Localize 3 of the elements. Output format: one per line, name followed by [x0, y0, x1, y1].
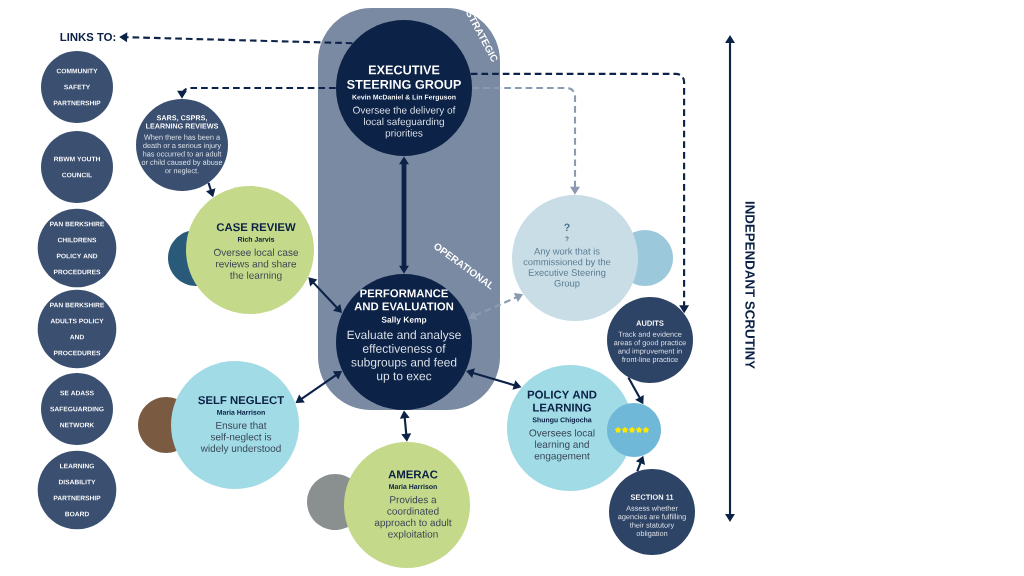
- rating-picture: [607, 403, 661, 457]
- heading: LINKS TO:: [60, 33, 116, 41]
- side-label: INDEPENDANT SCRUTINY: [745, 201, 755, 369]
